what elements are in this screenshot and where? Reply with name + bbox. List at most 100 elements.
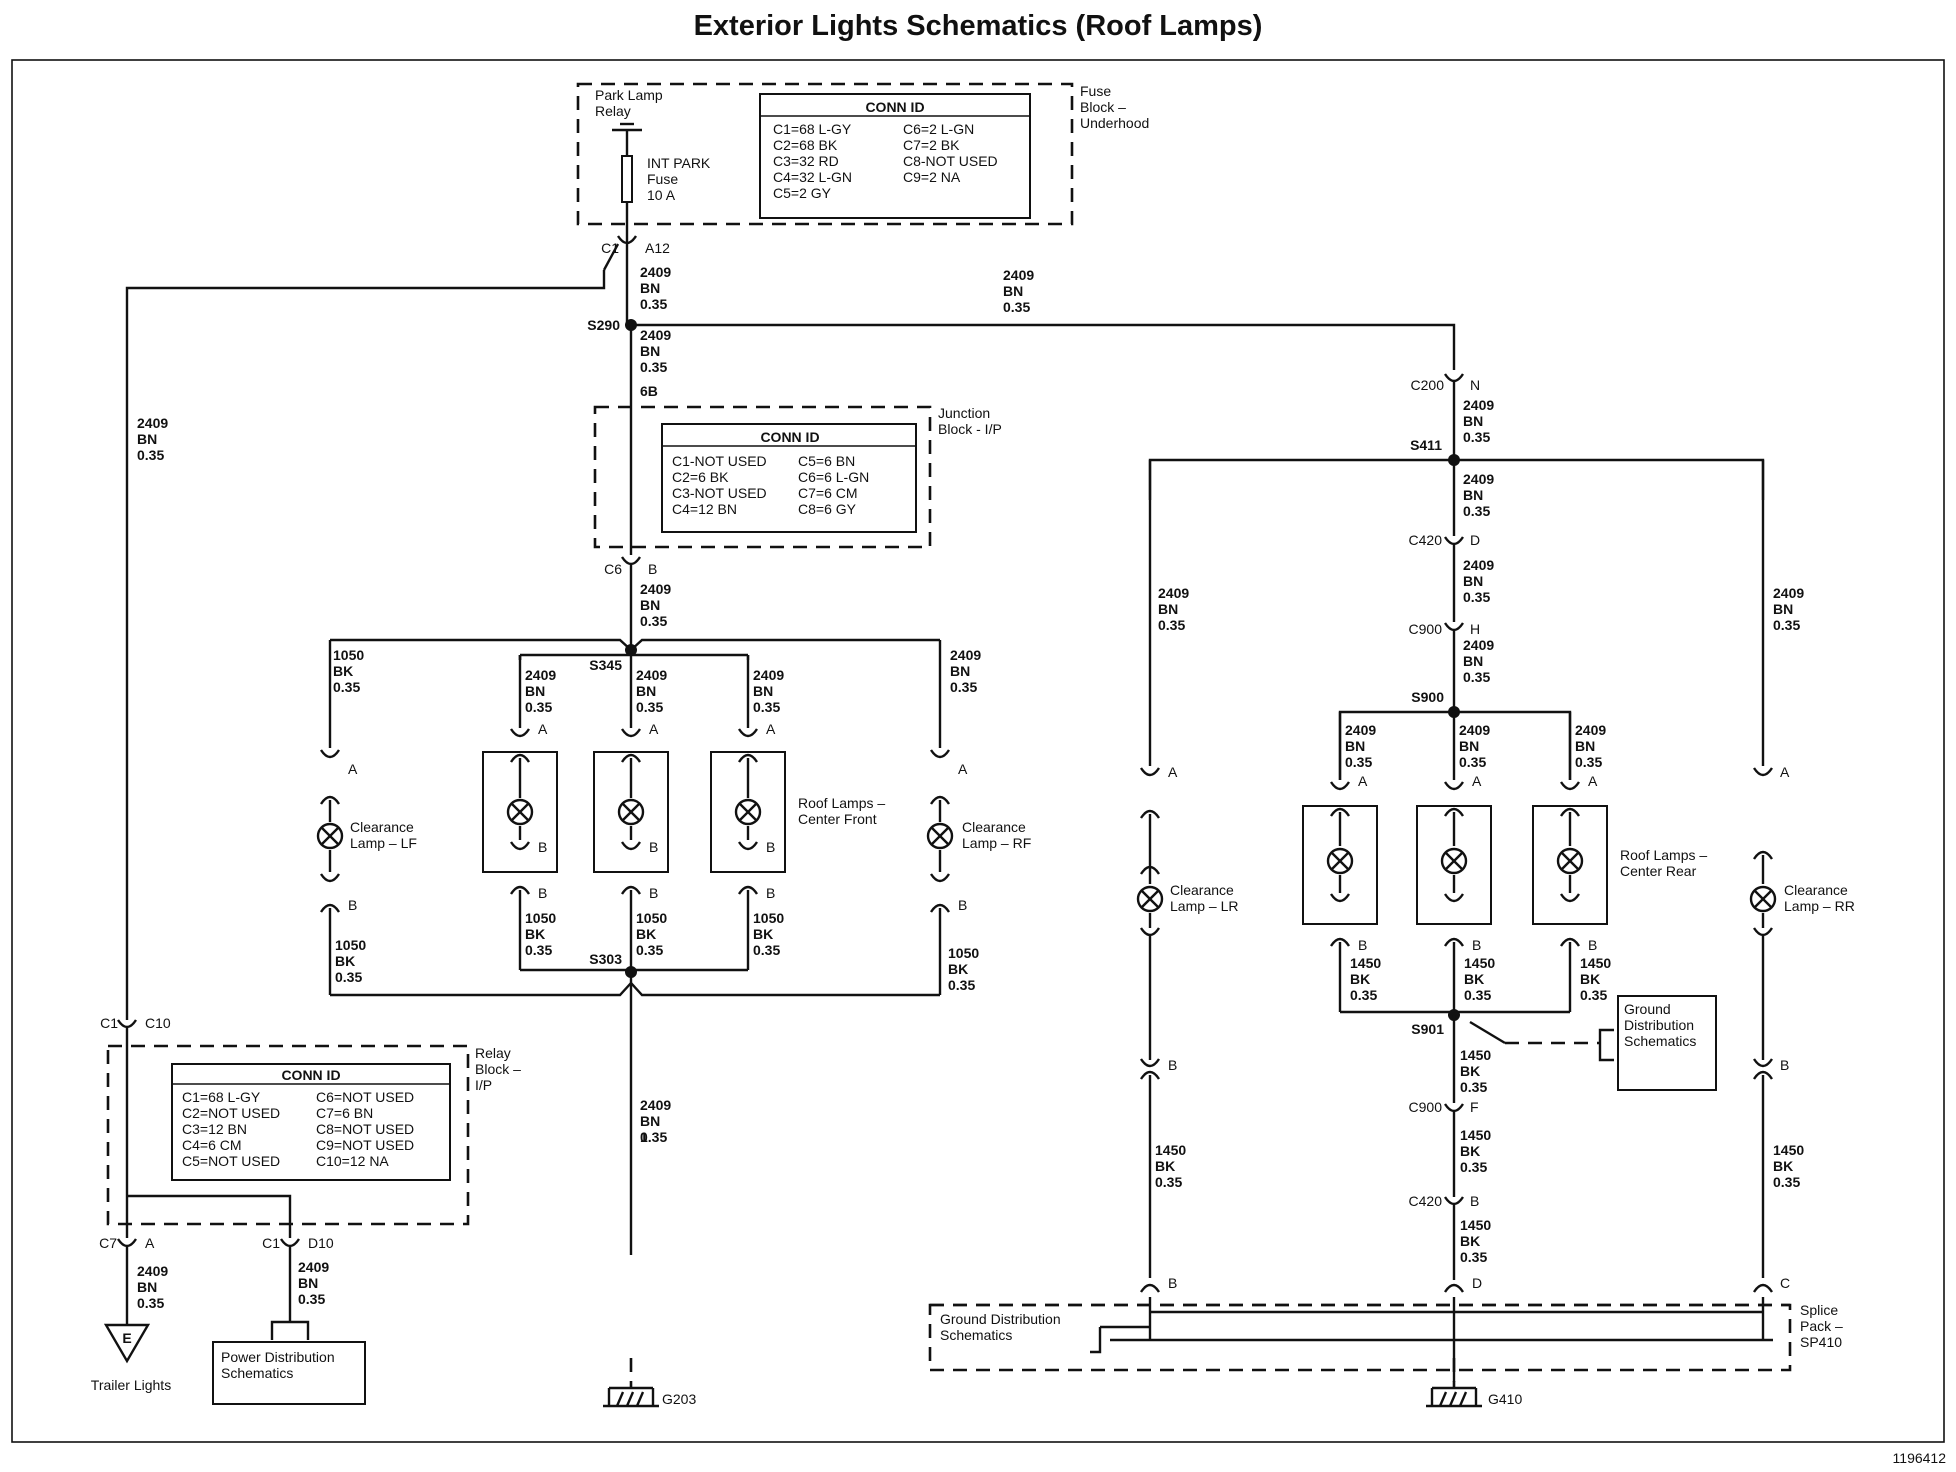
- wire-lf-top-circuit: 1050: [333, 647, 364, 663]
- wire-lr-bottom-color: BK: [1155, 1158, 1175, 1174]
- connector-lr-b2: [1139, 1070, 1161, 1080]
- connector-rf-b: [929, 873, 951, 883]
- wire-g203-gauge: 0.35: [640, 1129, 667, 1145]
- conn-id-left: C3=32 RD: [773, 153, 839, 169]
- pin-label: A: [1588, 773, 1598, 789]
- roof-rear-1-bottom-color: BK: [1350, 971, 1370, 987]
- front-ground-bus-outer: [330, 981, 940, 997]
- conn-id-left: C4=32 L-GN: [773, 169, 852, 185]
- wire-s290-down-color: BN: [640, 343, 660, 359]
- roof-front-3-lamp-icon: [734, 798, 762, 826]
- roof-front-2-top-circuit: 2409: [636, 667, 667, 683]
- page-title: Exterior Lights Schematics (Roof Lamps): [693, 10, 1263, 42]
- wire-s290-right-gauge: 0.35: [1003, 299, 1030, 315]
- connector-c6: [620, 556, 642, 566]
- conn-id-right: C8-NOT USED: [903, 153, 998, 169]
- fuse-label: Fuse: [647, 171, 678, 187]
- wire-c420-circuit: 2409: [1463, 557, 1494, 573]
- lamp-rr-icon-x: [1754, 890, 1772, 908]
- ground-g410-label: G410: [1488, 1391, 1522, 1407]
- power-dist-ref-box: [212, 1341, 366, 1405]
- connector-lr-b: [1139, 1058, 1161, 1068]
- fuse-label: INT PARK: [647, 155, 711, 171]
- roof-rear-3-top-circuit: 2409: [1575, 722, 1606, 738]
- wire-rr-bottom-gauge: 0.35: [1773, 1174, 1800, 1190]
- ground-dist-ref-box: [1617, 995, 1717, 1091]
- connector-lr-a2: [1139, 809, 1161, 819]
- roof-front-1-bottom-gauge: 0.35: [525, 942, 552, 958]
- pin-label: B: [1358, 937, 1367, 953]
- wire-left-feed-gauge: 0.35: [137, 447, 164, 463]
- roof-front-2-lamp-icon: [617, 798, 645, 826]
- roof-rear-3-conn-b: [1559, 893, 1581, 903]
- roof-front-2-lamp-icon-x: [622, 803, 640, 821]
- roof-rear-3-bottom-gauge: 0.35: [1580, 987, 1607, 1003]
- roof-rear-2-conn-b: [1443, 893, 1465, 903]
- wire-rr-bottom-circuit: 1450: [1773, 1142, 1804, 1158]
- roof-rear-2-lamp-icon: [1440, 847, 1468, 875]
- connector-rr-b: [1752, 1058, 1774, 1068]
- splice-s303-label: S303: [589, 951, 622, 967]
- relay-label: Relay: [595, 103, 631, 119]
- wire-g203-gauge: 1: [640, 1129, 648, 1145]
- roof-front-2-conn-a: [620, 728, 642, 738]
- roof-front-1-conn-b: [509, 841, 531, 851]
- wire-a12-gauge: 0.35: [640, 296, 667, 312]
- fuse-icon: [621, 155, 633, 203]
- roof-rear-3-top-gauge: 0.35: [1575, 754, 1602, 770]
- pin-label: A: [538, 721, 548, 737]
- ground-ref-wire: [1469, 1020, 1506, 1045]
- conn-id-right: C6=6 L-GN: [798, 469, 869, 485]
- conn-id-table: [759, 93, 1031, 219]
- conn-id-left: C1=68 L-GY: [182, 1089, 261, 1105]
- wire-rf-top-color: BN: [950, 663, 970, 679]
- clearance-lr-label: Lamp – LR: [1170, 898, 1238, 914]
- connector-c900-f: [1443, 1103, 1465, 1113]
- ground-g410-icon: [1448, 1391, 1458, 1407]
- conn-id-right: C9=2 NA: [903, 169, 961, 185]
- ground-g203-icon: [625, 1391, 635, 1407]
- connector-a12: [616, 235, 638, 245]
- roof-rear-2-bottom-gauge: 0.35: [1464, 987, 1491, 1003]
- power-dist-bracket: [270, 1320, 310, 1340]
- wire-lf-top-color: BK: [333, 663, 353, 679]
- conn-id-left: C5=NOT USED: [182, 1153, 280, 1169]
- conn-c7-label: C7: [99, 1235, 117, 1251]
- pin-d-label: D: [1472, 1275, 1482, 1291]
- conn-id-right: C8=6 GY: [798, 501, 857, 517]
- wire-s411-gauge: 0.35: [1463, 503, 1490, 519]
- roof-rear-2-top-color: BN: [1459, 738, 1479, 754]
- wire-s290-right-circuit: 2409: [1003, 267, 1034, 283]
- splice-s290-label: S290: [587, 317, 620, 333]
- conn-id-right: C9=NOT USED: [316, 1137, 414, 1153]
- wire-s901-circuit: 1450: [1460, 1047, 1491, 1063]
- conn-id-title: CONN ID: [865, 99, 924, 115]
- wire-power-dist-gauge: 0.35: [298, 1291, 325, 1307]
- roof-front-3-conn-b2: [737, 885, 759, 895]
- roof-front-1-top-gauge: 0.35: [525, 699, 552, 715]
- roof-center-rear-label: Roof Lamps –: [1620, 847, 1707, 863]
- pin-6b-label: 6B: [640, 383, 658, 399]
- wire-lf-bottom-circuit: 1050: [335, 937, 366, 953]
- roof-front-3-bottom-color: BK: [753, 926, 773, 942]
- roof-rear-1-bottom-gauge: 0.35: [1350, 987, 1377, 1003]
- conn-id-title: CONN ID: [281, 1067, 340, 1083]
- ground-dist-ref-label: Schematics: [1624, 1033, 1696, 1049]
- roof-rear-1-conn-b2: [1329, 937, 1351, 947]
- connector-rf-a2: [929, 795, 951, 805]
- pin-label: B: [766, 839, 775, 855]
- roof-rear-3-conn-a: [1559, 781, 1581, 791]
- pin-c-label: C: [1780, 1275, 1790, 1291]
- roof-front-1-top-circuit: 2409: [525, 667, 556, 683]
- ground-dist-ref-label: Distribution: [1624, 1017, 1694, 1033]
- roof-rear-2-top-gauge: 0.35: [1459, 754, 1486, 770]
- trailer-feed-wire: [125, 270, 606, 1020]
- fuse-block-label: Block –: [1080, 99, 1126, 115]
- splice-pack-label: Splice: [1800, 1302, 1838, 1318]
- pin-a12-label: A12: [645, 240, 670, 256]
- connector-sp-c: [1752, 1283, 1774, 1293]
- lamp-rr-icon: [1749, 885, 1777, 913]
- pin-b-label: B: [1470, 1193, 1479, 1209]
- relay-label: Park Lamp: [595, 87, 663, 103]
